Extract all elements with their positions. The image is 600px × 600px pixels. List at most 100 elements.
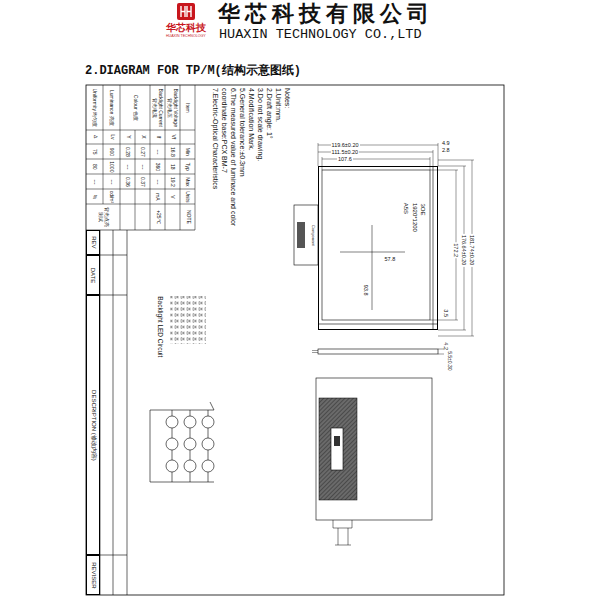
fpc-tail — [333, 520, 352, 545]
dimension-text: 181.74±0.20 — [469, 234, 475, 267]
table-cell: 0.27 — [140, 145, 146, 158]
revision-grid — [86, 230, 195, 595]
led-array — [170, 296, 206, 344]
section-label: Backlight LED Circuit — [156, 296, 163, 357]
led-circle — [166, 438, 178, 450]
logo-subtext: HUAXIN TECHNOLOGY — [166, 34, 206, 38]
led-circle — [166, 416, 178, 428]
table-cell: Lv — [109, 131, 115, 143]
table-cell: Vf — [170, 131, 176, 143]
dimension-text: 3.5 — [443, 309, 449, 317]
led-circle — [166, 460, 178, 472]
led-circle — [202, 416, 214, 428]
page-title: 2.DIAGRAM FOR TP/M(结构示意图纸) — [85, 65, 301, 79]
table-cell: Y — [125, 131, 131, 143]
fpc-component — [297, 222, 305, 248]
table-cell: Uniformity 均匀度 — [92, 86, 98, 129]
table-cell: 900 — [109, 145, 115, 158]
revision-cell: REVISER — [86, 555, 100, 595]
dimension-line — [430, 160, 474, 336]
dimension-text: 93.8 — [362, 285, 368, 296]
table-cell: Max — [185, 175, 191, 188]
dimension-text: 5.5±0.30 — [445, 351, 451, 370]
node-text: 3OE — [420, 203, 427, 215]
table-cell: 0.37 — [140, 175, 146, 188]
connector — [331, 428, 343, 470]
side-view-detail — [312, 349, 444, 354]
led-circle — [184, 416, 196, 428]
table-cell: Typ — [185, 160, 191, 173]
table-cell: mA — [155, 190, 161, 203]
node-text: A5S — [402, 203, 409, 214]
node-text: DESCRIPTION (修改内容) — [89, 390, 96, 461]
table-cell: --- — [125, 160, 131, 173]
dimension-text: 4.9 — [442, 140, 450, 146]
note-line: 6.The measured value of luminace and col… — [220, 88, 238, 233]
table-cell: NOTE — [185, 205, 191, 229]
note-line: 4.Modification Mark. — [247, 88, 256, 233]
sheet-frame — [86, 85, 504, 595]
table-cell: 16.8 — [170, 145, 176, 158]
table-cell: % — [92, 190, 98, 203]
led-circle — [184, 438, 196, 450]
table-cell: Item — [185, 86, 191, 129]
dimension-text: 119.6±0.20 — [331, 142, 360, 148]
table-cell: 80 — [92, 160, 98, 173]
dimension-text: 4.2 — [443, 342, 449, 350]
dimension-text: 172.2 — [453, 242, 459, 258]
table-cell: X — [140, 131, 146, 143]
table-cell: Backlight Voltage 背光电压 — [167, 86, 179, 129]
note-line: Notes: — [283, 88, 292, 233]
panel-border-line — [318, 166, 438, 330]
table-cell: If — [155, 131, 161, 143]
logo-text: 华芯科技 — [166, 23, 206, 34]
table-cell: --- — [155, 145, 161, 158]
dimension-text: 176.64±0.20 — [461, 234, 467, 267]
dimension-text: 2.8 — [442, 147, 450, 153]
table-cell: --- — [109, 175, 115, 188]
table-cell: --- — [155, 175, 161, 188]
led-circle — [202, 460, 214, 472]
side-view — [318, 349, 438, 354]
logo-glyph — [181, 6, 191, 17]
table-cell: 1000 — [109, 160, 115, 173]
table-cell: 360 — [155, 160, 161, 173]
table-cell: Backlight Current 背光电流 — [152, 86, 164, 129]
table-cell: 背光点亮测试 — [97, 205, 109, 229]
node-text: DATE — [89, 267, 96, 283]
fpc-board — [294, 205, 318, 265]
notes-block: Notes:1.Unit:mm.2.Draft angle: 1°3.Do no… — [211, 88, 292, 233]
logo-mark — [177, 3, 195, 20]
lcd-panel: 3OE1920*1200A5S — [318, 166, 438, 330]
dimension-text: 107.6 — [337, 156, 353, 162]
company-name: 华芯科技有限公司 — [218, 1, 434, 26]
dimension-text: 111.5±0.20 — [331, 149, 360, 155]
note-line: 7.Electric-Optical Characteristics — [211, 88, 220, 233]
center-mark — [340, 225, 405, 310]
active-area — [322, 170, 430, 320]
table-cell: Min — [185, 145, 191, 158]
table-cell: +25℃ — [155, 205, 161, 229]
revision-cell: DATE — [86, 255, 100, 295]
node-text: 1920*1200 — [411, 203, 418, 232]
table-cell: --- — [140, 160, 146, 173]
node-text: REVISER — [90, 562, 97, 588]
table-cell: 0.36 — [125, 175, 131, 188]
table-cell: Luminance 亮度 — [109, 86, 115, 129]
table-cell: --- — [92, 175, 98, 188]
dimension-text: 57.8 — [385, 256, 396, 262]
table-cell: ∆ — [92, 131, 98, 143]
note-line: 2.Draft angle: 1° — [265, 88, 274, 233]
spec-table-grid — [86, 85, 195, 230]
led-circuit — [150, 402, 214, 482]
led-circle — [202, 438, 214, 450]
table-cell: V — [170, 190, 176, 203]
revision-cell: DESCRIPTION (修改内容) — [86, 295, 100, 555]
table-cell: 75 — [92, 145, 98, 158]
note-line: 3.Do not scale drawing. — [256, 88, 265, 233]
led-wire — [150, 402, 214, 482]
note-line: 5.General tolerance:±0.3mm — [238, 88, 247, 233]
component-area — [319, 398, 357, 500]
note-line: 1.Unit:mm. — [274, 88, 283, 233]
